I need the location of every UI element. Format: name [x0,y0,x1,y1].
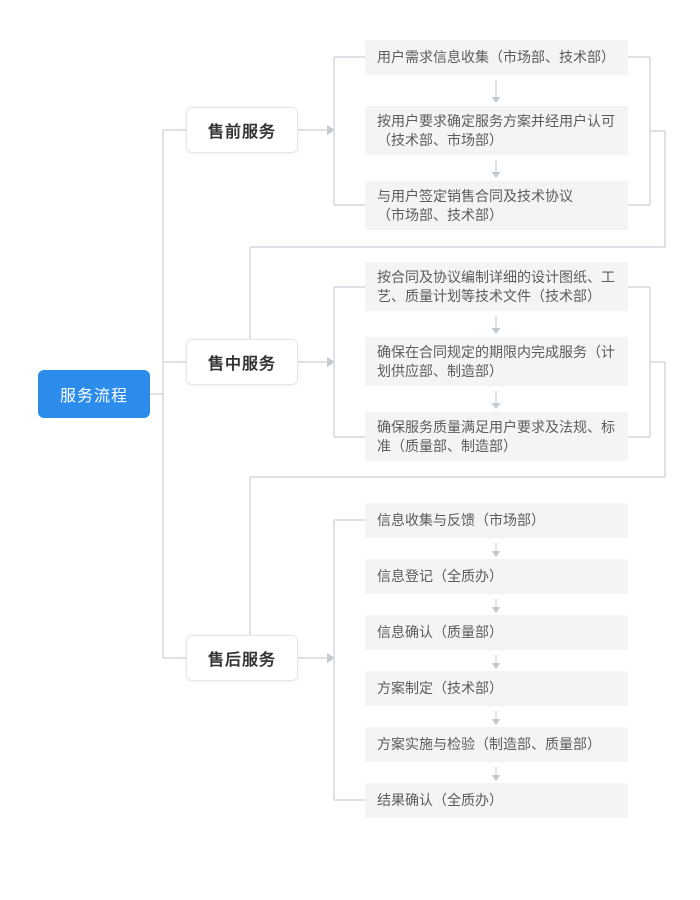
left-bracket-lines [333,56,365,801]
step-box: 用户需求信息收集（市场部、技术部） [365,40,628,75]
phase-arrow-lines [298,129,327,659]
root-node-service-process: 服务流程 [38,370,150,418]
step-box: 信息收集与反馈（市场部） [365,503,628,538]
phase-node-presale: 售前服务 [186,107,298,153]
phase-node-aftersale: 售后服务 [186,635,298,681]
phase-arrow-line [298,129,327,659]
step-box: 方案实施与检验（制造部、质量部） [365,727,628,762]
group-brackets [249,56,666,801]
step-box: 信息确认（质量部） [365,615,628,650]
step-box: 按用户要求确定服务方案并经用户认可 （技术部、市场部） [365,106,628,155]
down-arrowhead-icon [491,97,501,781]
step-box: 按合同及协议编制详细的设计图纸、工 艺、质量计划等技术文件（技术部） [365,262,628,311]
step-box: 确保在合同规定的期限内完成服务（计 划供应部、制造部） [365,337,628,386]
step-box: 方案制定（技术部） [365,671,628,706]
phase-transition-lines [249,56,666,635]
step-box: 与用户签定销售合同及技术协议 （市场部、技术部） [365,181,628,230]
phase-node-midsale: 售中服务 [186,339,298,385]
step-arrows [491,80,501,781]
step-box: 信息登记（全质办） [365,559,628,594]
step-box: 结果确认（全质办） [365,783,628,818]
trunk-connectors [150,129,186,659]
step-box: 确保服务质量满足用户要求及法规、标 准（质量部、制造部） [365,412,628,461]
root-to-phases-line [150,129,186,659]
